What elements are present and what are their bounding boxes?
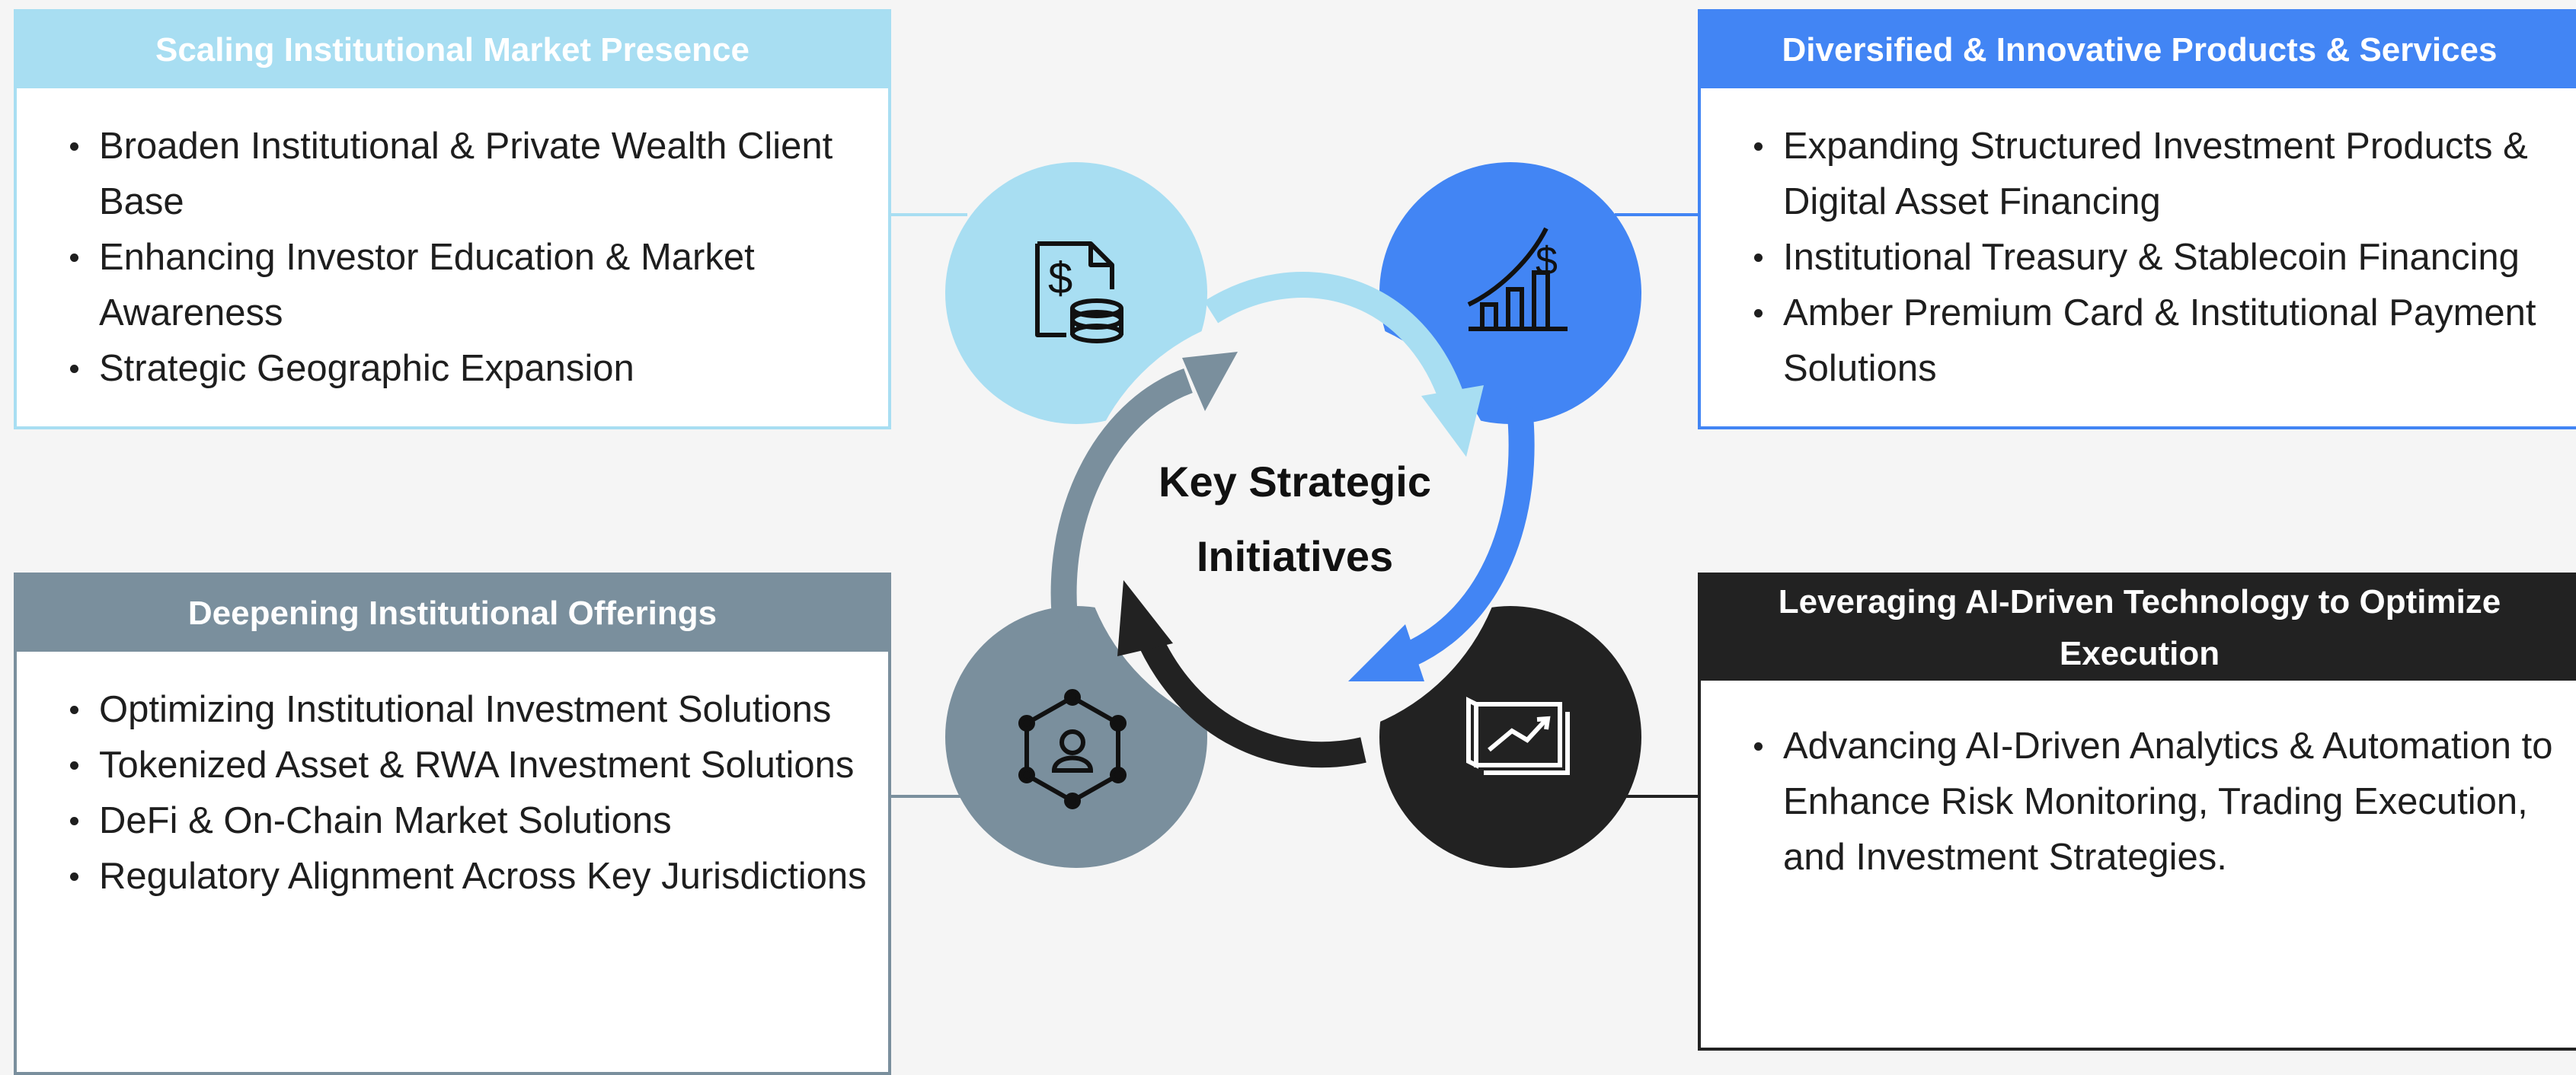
document-dollar-coins-icon: $ [1035,241,1123,343]
list-item: Optimizing Institutional Investment Solu… [70,682,873,738]
center-title-line1: Key Strategic [1159,458,1431,506]
arrow-black-head [1117,580,1173,656]
arrow-gray [1050,368,1194,634]
list-item: Amber Premium Card & Institutional Payme… [1754,285,2563,397]
box-title: Diversified & Innovative Products & Serv… [1701,12,2576,88]
box-title: Leveraging AI-Driven Technology to Optim… [1701,576,2576,681]
list-item: Strategic Geographic Expansion [70,341,873,397]
list-item: Tokenized Asset & RWA Investment Solutio… [70,738,873,793]
svg-text:$: $ [1048,254,1072,303]
box-institutional-offerings: Deepening Institutional Offerings Optimi… [14,573,891,1075]
growth-chart-dollar-icon: $ [1467,227,1568,331]
box-title: Deepening Institutional Offerings [17,576,888,652]
list-item: DeFi & On-Chain Market Solutions [70,793,873,849]
list-item: Expanding Structured Investment Products… [1754,119,2563,230]
quadrant-circle-top-left [945,162,1207,424]
list-item: Enhancing Investor Education & Market Aw… [70,230,873,341]
bullet-list: Expanding Structured Investment Products… [1701,88,2576,397]
list-item: Institutional Treasury & Stablecoin Fina… [1754,230,2563,285]
bullet-list: Advancing AI-Driven Analytics & Automati… [1701,681,2576,885]
arrow-black [1134,627,1366,768]
arrow-gray-head [1182,352,1238,411]
box-scaling-presence: Scaling Institutional Market Presence Br… [14,9,891,429]
box-ai-technology: Leveraging AI-Driven Technology to Optim… [1698,573,2576,1051]
bullet-list: Broaden Institutional & Private Wealth C… [17,88,888,397]
list-item: Regulatory Alignment Across Key Jurisdic… [70,849,873,904]
box-title: Scaling Institutional Market Presence [17,12,888,88]
center-title-line2: Initiatives [1196,532,1394,580]
box-diversified-products: Diversified & Innovative Products & Serv… [1698,9,2576,429]
list-item: Advancing AI-Driven Analytics & Automati… [1754,719,2563,885]
arrow-light-blue [1203,272,1463,401]
network-user-hexagon-icon [1018,689,1127,809]
svg-text:$: $ [1536,239,1558,283]
arrow-light-blue-head [1421,385,1484,457]
arrow-blue-head [1348,624,1424,681]
list-item: Broaden Institutional & Private Wealth C… [70,119,873,230]
arrow-blue [1403,406,1535,667]
bullet-list: Optimizing Institutional Investment Solu… [17,652,888,904]
center-title: Key Strategic Initiatives [1112,445,1478,594]
analytics-report-icon [1466,697,1570,775]
